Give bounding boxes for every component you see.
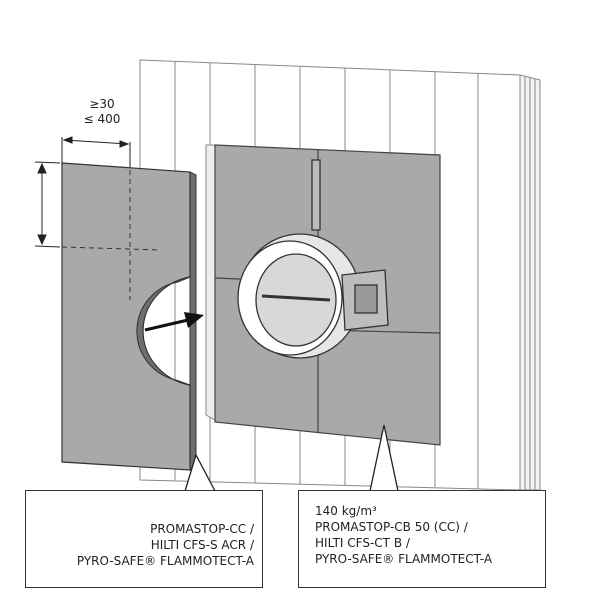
insert-arrow xyxy=(144,312,204,332)
wall-opening xyxy=(205,144,216,421)
right-callout-text: 140 kg/m³ PROMASTOP-CB 50 (CC) / HILTI C… xyxy=(315,503,492,567)
left-callout-text: PROMASTOP-CC / HILTI CFS-S ACR / PYRO-SA… xyxy=(77,521,254,569)
right-callout-line: PROMASTOP-CB 50 (CC) / xyxy=(315,520,468,534)
fire-damper xyxy=(237,159,389,359)
left-callout-line: PYRO-SAFE® FLAMMOTECT-A xyxy=(76,554,254,568)
dimension-min: ≥30 xyxy=(89,97,115,111)
left-callout-box: PROMASTOP-CC / HILTI CFS-S ACR / PYRO-SA… xyxy=(25,490,263,588)
right-callout-line: HILTI CFS-CT B / xyxy=(315,536,410,550)
density-label: 140 kg/m³ xyxy=(315,504,377,518)
left-callout-line: HILTI CFS-S ACR / xyxy=(150,538,254,552)
left-callout-line: PROMASTOP-CC / xyxy=(150,522,254,536)
mortar-board xyxy=(61,162,197,473)
dimension-lines xyxy=(34,136,131,248)
dimension-label: ≥30 ≤ 400 xyxy=(82,97,122,127)
right-callout-line: PYRO-SAFE® FLAMMOTECT-A xyxy=(315,552,493,566)
right-callout-box: 140 kg/m³ PROMASTOP-CB 50 (CC) / HILTI C… xyxy=(298,490,546,588)
dimension-max: ≤ 400 xyxy=(83,112,121,126)
